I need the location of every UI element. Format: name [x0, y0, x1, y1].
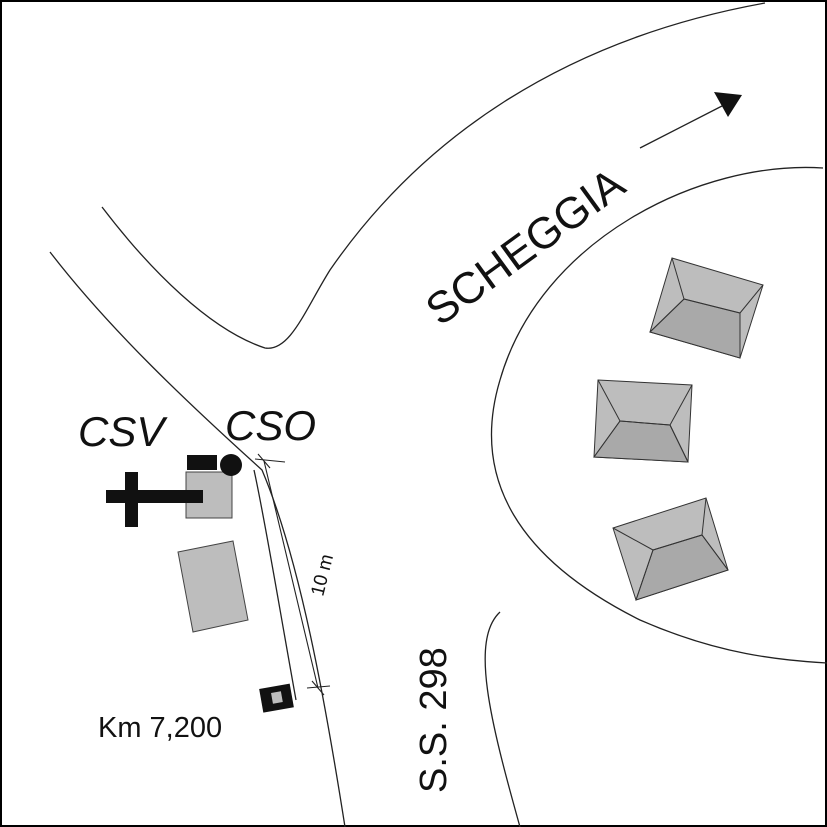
road-lines: [49, 2, 827, 827]
measure-tick-bottom-b: [311, 680, 325, 696]
building-house-west: [177, 540, 249, 633]
csv-label: CSV: [78, 408, 168, 455]
spring-circle-icon: [220, 454, 242, 476]
road-label: S.S. 298: [413, 647, 455, 793]
church-cross-icon: [106, 472, 203, 527]
measure-tick-bottom-a: [306, 685, 331, 689]
spring-rect-icon: [187, 455, 217, 470]
measure-tick-top-b: [257, 453, 271, 469]
km-marker-icon: [259, 683, 294, 713]
cso-label: CSO: [225, 402, 316, 449]
road-edge-outer-west: [49, 251, 346, 827]
distance-measure: [254, 453, 331, 696]
side-road-line: [253, 469, 297, 701]
road-edge-east-curve: [490, 166, 827, 664]
direction-arrow-icon: [639, 92, 742, 149]
km-label: Km 7,200: [98, 712, 222, 744]
building-east-1: [649, 257, 764, 359]
road-edge-inner-west: [101, 2, 766, 349]
measure-line: [263, 460, 319, 689]
measure-tick-top-a: [254, 458, 286, 463]
road-edge-south-branch: [484, 611, 521, 827]
building-east-3: [612, 497, 729, 601]
building-east-2: [593, 379, 693, 463]
